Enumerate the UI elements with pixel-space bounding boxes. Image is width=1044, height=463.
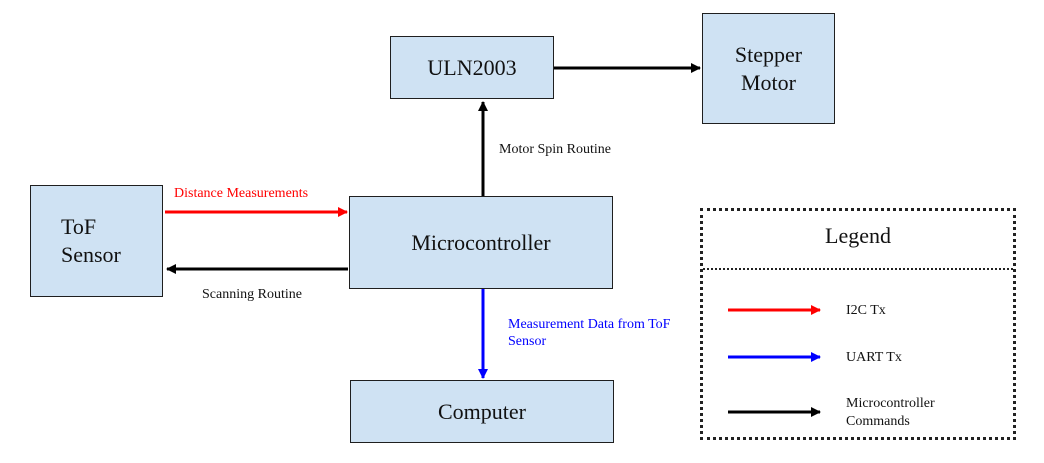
block-computer-label: Computer bbox=[438, 398, 526, 424]
block-stepper-motor-label: Stepper Motor bbox=[734, 41, 803, 95]
legend-box: Legend bbox=[700, 208, 1016, 440]
block-microcontroller-label: Microcontroller bbox=[411, 229, 551, 255]
legend-label-commands: Microcontroller Commands bbox=[846, 396, 935, 429]
label-distance-measurements: Distance Measurements bbox=[174, 186, 309, 201]
block-uln2003-label: ULN2003 bbox=[427, 54, 517, 80]
label-measurement-data: Measurement Data from ToF Sensor bbox=[508, 317, 671, 349]
block-computer: Computer bbox=[350, 380, 614, 443]
label-scanning-routine: Scanning Routine bbox=[202, 287, 302, 302]
legend-label-i2c: I2C Tx bbox=[846, 303, 886, 318]
block-uln2003: ULN2003 bbox=[390, 36, 554, 99]
block-microcontroller: Microcontroller bbox=[349, 196, 613, 289]
legend-divider bbox=[703, 268, 1013, 270]
label-motor-spin-routine: Motor Spin Routine bbox=[499, 142, 612, 157]
legend-title: Legend bbox=[825, 223, 891, 248]
block-tof-sensor-label: ToF Sensor bbox=[61, 214, 121, 267]
block-tof-sensor: ToF Sensor bbox=[30, 185, 163, 297]
legend-label-uart: UART Tx bbox=[846, 350, 902, 365]
block-stepper-motor: Stepper Motor bbox=[702, 13, 835, 124]
